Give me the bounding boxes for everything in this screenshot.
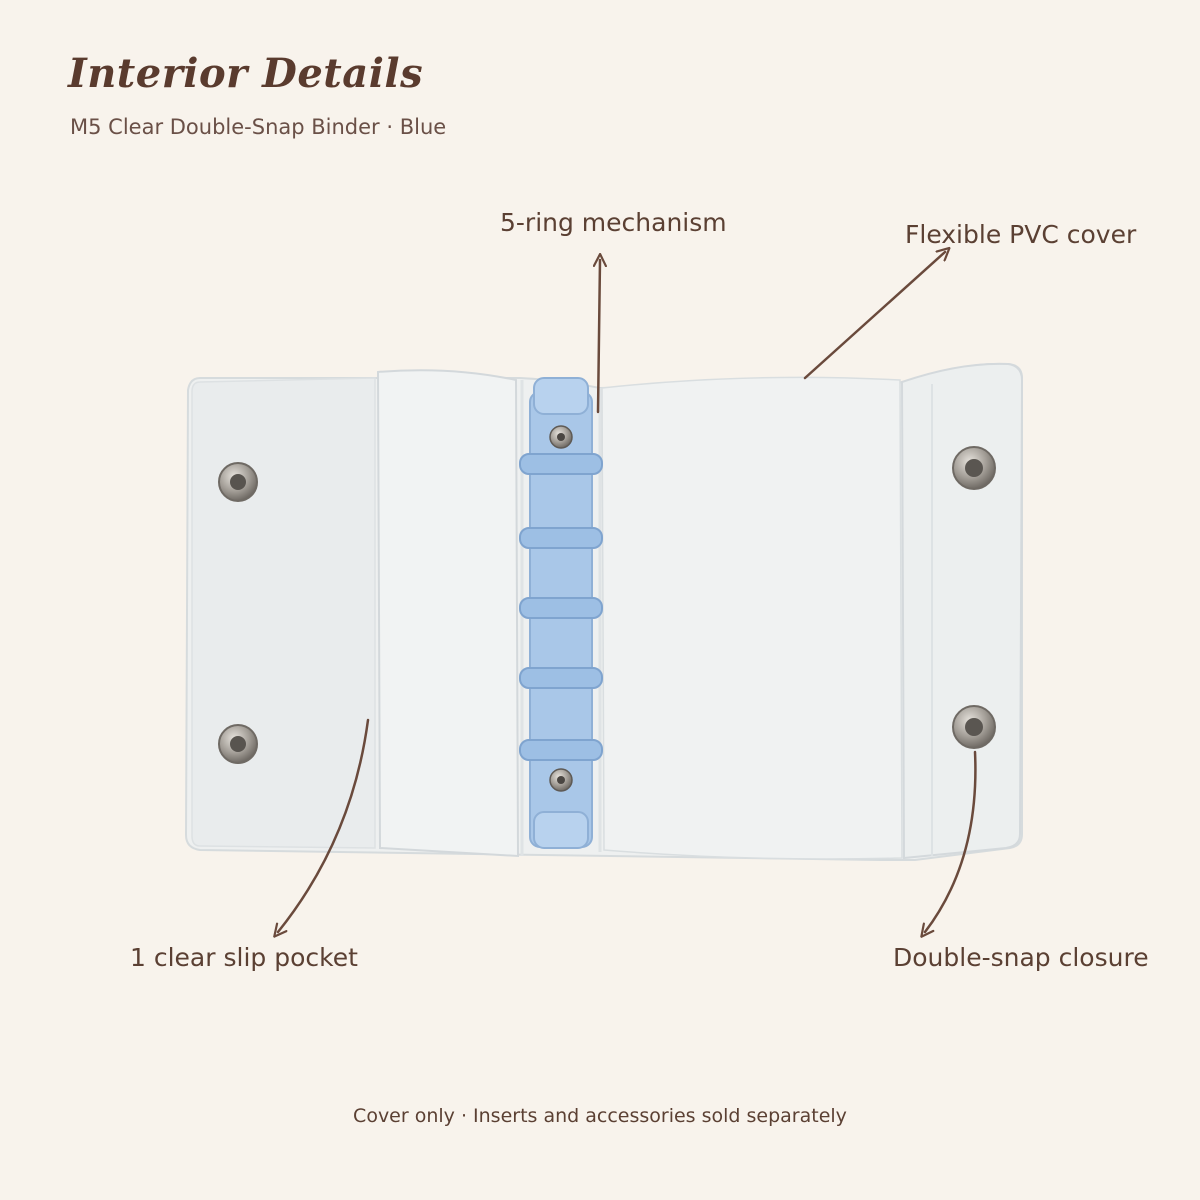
slip-pocket (376, 369, 520, 858)
arrow-slip-pocket (278, 718, 370, 932)
page-subtitle: M5 Clear Double-Snap Binder · Blue (70, 115, 447, 139)
ring-1 (519, 453, 603, 475)
ring-2 (519, 527, 603, 549)
footer-note: Cover only · Inserts and accessories sol… (353, 1105, 847, 1127)
ring-bar-bottom-cap (533, 811, 589, 849)
page-title: Interior Details (68, 50, 424, 97)
snap-studs-left (218, 462, 258, 764)
callout-pvc-cover: Flexible PVC cover (905, 220, 1137, 249)
ring-5 (519, 739, 603, 761)
arrow-pvc-cover (803, 252, 945, 380)
snap-studs-right (952, 446, 996, 749)
ring-4 (519, 667, 603, 689)
ring-mechanism (519, 377, 603, 849)
ring-bar-top-cap (533, 377, 589, 415)
callout-snap-closure: Double-snap closure (893, 943, 1149, 972)
snap-flap (900, 362, 1024, 860)
arrow-ring-mechanism (598, 260, 600, 414)
arrow-snap-closure (925, 750, 977, 932)
left-panel (191, 377, 376, 849)
ring-3 (519, 597, 603, 619)
right-panel (601, 376, 903, 860)
callout-ring-mechanism: 5-ring mechanism (500, 208, 727, 237)
pvc-cover (184, 362, 1024, 861)
callout-slip-pocket: 1 clear slip pocket (130, 943, 358, 972)
